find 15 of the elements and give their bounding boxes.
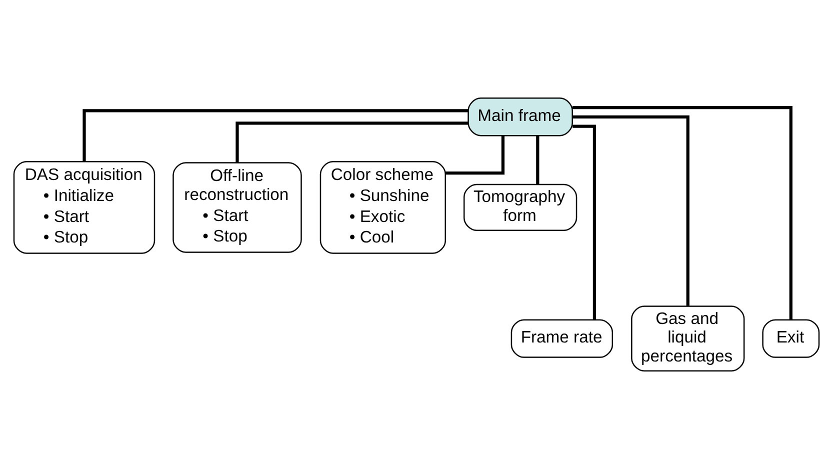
node-box: Gas and liquid percentages [630, 306, 744, 372]
connector [572, 106, 792, 320]
connector [536, 136, 539, 185]
node-box: Frame rate [510, 319, 613, 358]
node-box: Color scheme • Sunshine • Exotic • Cool [319, 161, 446, 254]
connector [444, 136, 504, 175]
connector [572, 115, 689, 306]
node-box: Off-line reconstruction • Start • Stop [172, 162, 302, 253]
connector [235, 122, 468, 162]
node-box: Exit [762, 319, 820, 358]
node-box: Tomography form [463, 184, 577, 231]
node-box: Main frame [467, 98, 572, 136]
node-box: DAS acquisition • Initialize • Start • Stop [12, 161, 155, 254]
connector [82, 109, 468, 162]
connector [572, 124, 596, 320]
